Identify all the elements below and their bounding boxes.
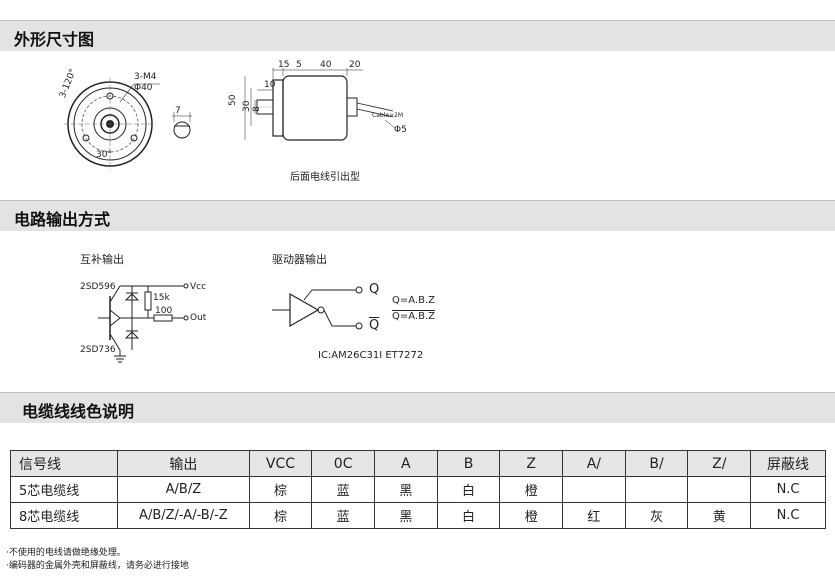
section-cable-header: 电缆线线色说明 (0, 392, 835, 423)
side-view-drawing (244, 68, 396, 141)
driver-q-label: Q (369, 282, 380, 297)
dim-5: 5 (296, 60, 302, 70)
section-dimensions-title: 外形尺寸图 (14, 30, 95, 49)
dim-15: 15 (278, 60, 290, 70)
dim-50: 50 (228, 94, 238, 106)
front-view-drawing (64, 78, 192, 170)
table-cell: 黑 (373, 476, 438, 503)
front-pcd-label: Φ40 (134, 83, 153, 93)
driver-ic-label: IC:AM26C31I ET7272 (318, 350, 424, 361)
table-cell: 黄 (687, 502, 752, 529)
note-insulate-unused: ·不使用的电线请做绝缘处理。 (6, 548, 126, 558)
cable-length-label: Cable≥2M (372, 112, 404, 119)
table-cell: 橙 (499, 502, 564, 529)
dim-20: 20 (349, 60, 361, 70)
transistor-bottom-label: 2SD736 (80, 345, 116, 355)
resistor-series-label: 100 (155, 306, 173, 316)
shaft-flat-label: 7 (175, 106, 181, 116)
complementary-circuit-diagram (98, 283, 189, 363)
table-cell: 白 (436, 502, 501, 529)
section-circuit-title: 电路输出方式 (14, 210, 111, 229)
table-header-cell: B/ (624, 450, 689, 477)
driver-q-expression: Q=A.B.Z (392, 295, 435, 306)
table-header-cell: 屏蔽线 (750, 450, 826, 477)
table-header-cell: B (436, 450, 501, 477)
note-grounding: ·编码器的金属外壳和屏蔽线，请务必进行接地 (6, 561, 189, 571)
table-header-cell: A/ (562, 450, 626, 477)
table-header-cell: Z (499, 450, 564, 477)
section-dimensions-header: 外形尺寸图 (0, 20, 835, 51)
section-cable-title: 电缆线线色说明 (22, 402, 135, 421)
table-cell: 棕 (248, 502, 313, 529)
transistor-top-label: 2SD596 (80, 282, 116, 292)
table-cell: 棕 (248, 476, 313, 503)
front-mount-holes-label: 3-M4 (134, 72, 157, 82)
table-cell: 灰 (624, 502, 689, 529)
table-cell: A/B/Z (117, 476, 250, 503)
table-cell: 蓝 (311, 476, 375, 503)
table-header-cell: VCC (248, 450, 313, 477)
table-header-cell: A (373, 450, 438, 477)
dim-30: 30 (242, 100, 252, 112)
table-cell (562, 476, 626, 503)
table-cell: 红 (562, 502, 626, 529)
table-cell: 8芯电缆线 (9, 502, 119, 529)
table-header-cell: 输出 (117, 450, 250, 477)
driver-q-bar-label: Q (369, 318, 380, 333)
table-cell: N.C (750, 476, 826, 503)
out-label: Out (190, 313, 207, 323)
dimension-caption: 后面电线引出型 (290, 172, 360, 183)
table-row: 5芯电缆线 A/B/Z 棕 蓝 黑 白 橙 N.C (9, 476, 826, 503)
section-circuit-header: 电路输出方式 (0, 200, 835, 231)
table-cell (687, 476, 752, 503)
cable-color-table: 信号线 输出 VCC 0C A B Z A/ B/ Z/ 屏蔽线 5芯电缆线 A… (9, 450, 826, 529)
table-header-cell: Z/ (687, 450, 752, 477)
driver-circuit-diagram (272, 286, 363, 330)
table-cell: 蓝 (311, 502, 375, 529)
table-row: 8芯电缆线 A/B/Z/-A/-B/-Z 棕 蓝 黑 白 橙 红 灰 黄 N.C (9, 502, 826, 529)
driver-q-bar-expression: Q=A.B.Z (392, 311, 435, 322)
driver-output-title: 驱动器输出 (272, 253, 327, 266)
front-angle-30-label: 30° (96, 150, 112, 160)
dim-10: 10 (264, 80, 276, 90)
dim-40: 40 (320, 60, 332, 70)
table-header-cell: 0C (311, 450, 375, 477)
table-cell: 5芯电缆线 (9, 476, 119, 503)
table-cell: 黑 (373, 502, 438, 529)
table-cell: 橙 (499, 476, 564, 503)
table-cell: 白 (436, 476, 501, 503)
table-cell: A/B/Z/-A/-B/-Z (117, 502, 250, 529)
vcc-label: Vcc (190, 282, 207, 292)
table-header-row: 信号线 输出 VCC 0C A B Z A/ B/ Z/ 屏蔽线 (9, 450, 826, 477)
dim-8: 8 (252, 106, 262, 112)
table-cell: N.C (750, 502, 826, 529)
resistor-pullup-label: 15k (153, 293, 170, 303)
table-cell (624, 476, 689, 503)
complementary-output-title: 互补输出 (80, 253, 124, 266)
cable-diameter-label: Φ5 (394, 125, 407, 135)
table-header-cell: 信号线 (9, 450, 119, 477)
